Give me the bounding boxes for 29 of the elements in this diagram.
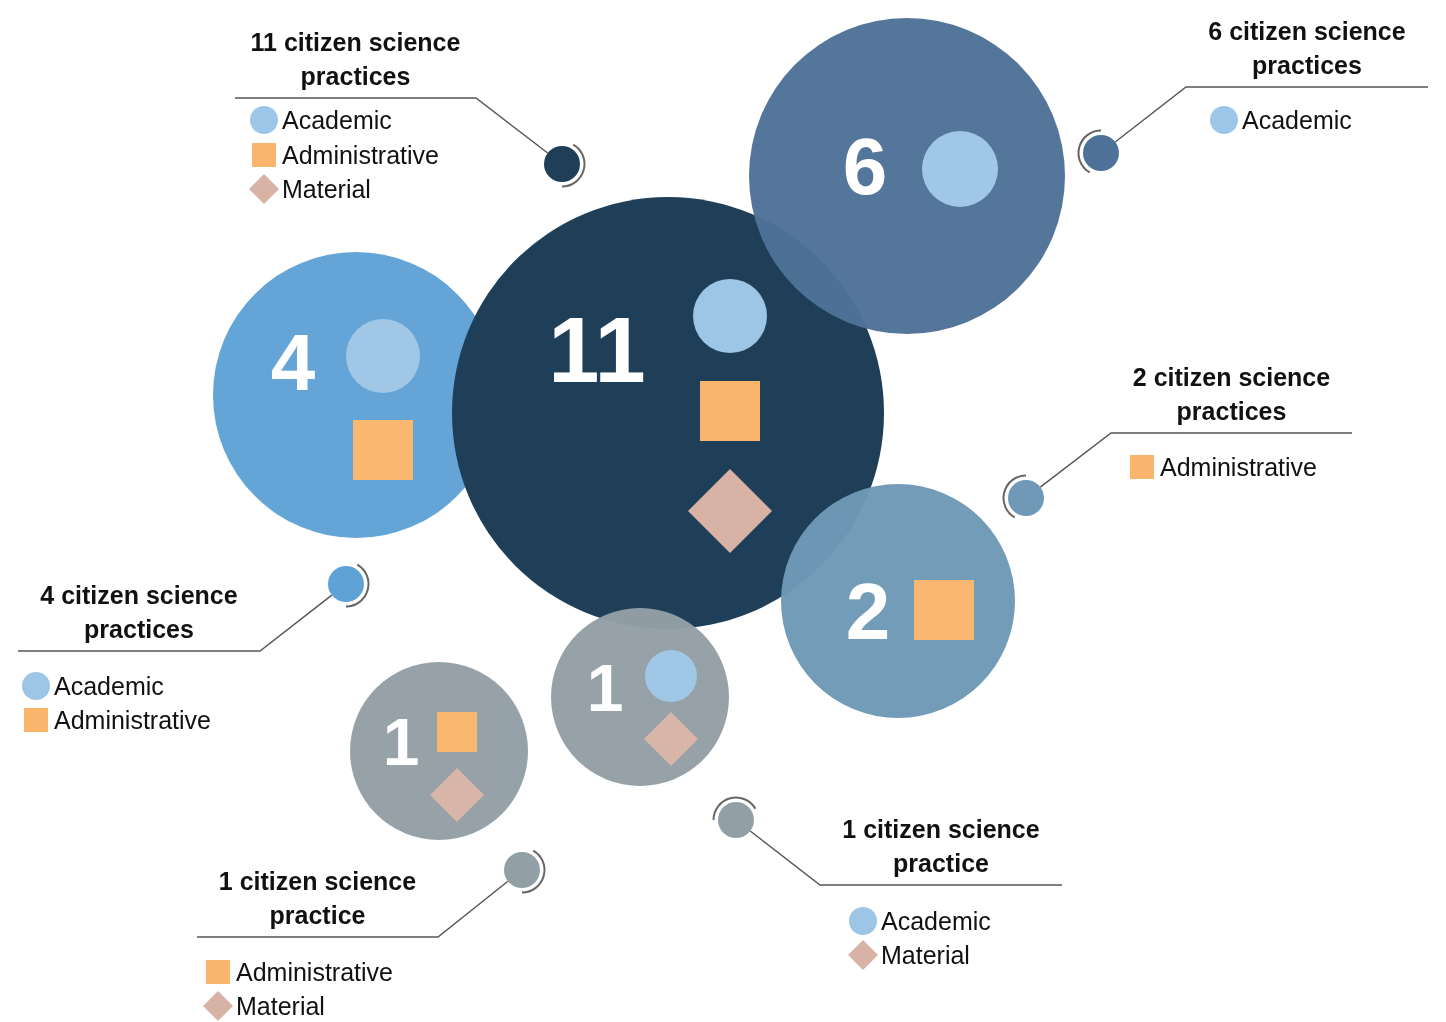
legend-text: Administrative (54, 705, 211, 735)
leader-line (1114, 86, 1429, 143)
leader-line (234, 97, 549, 154)
callout-heading: 4 citizen science practices (39, 580, 239, 645)
legend-text: Academic (282, 105, 392, 135)
count-number: 2 (845, 572, 891, 652)
callout-heading: 11 citizen science practices (249, 27, 462, 92)
count-number: 11 (548, 304, 646, 396)
leader-line (196, 880, 509, 938)
leader-line (749, 830, 1063, 886)
legend-text: Material (282, 174, 371, 204)
legend-text: Academic (54, 671, 164, 701)
callout-heading: 2 citizen science practices (1131, 362, 1332, 427)
count-number: 1 (586, 655, 624, 721)
legend-text: Academic (1242, 105, 1352, 135)
legend-text: Administrative (236, 957, 393, 987)
legend-text: Material (236, 991, 325, 1021)
count-number: 4 (270, 323, 316, 403)
callout-heading: 6 citizen science practices (1207, 16, 1407, 81)
count-number: 6 (842, 127, 888, 207)
legend-text: Material (881, 940, 970, 970)
legend-text: Administrative (1160, 452, 1317, 482)
leader-line (17, 594, 333, 652)
callout-heading: 1 citizen science practice (841, 814, 1041, 879)
legend-text: Administrative (282, 140, 439, 170)
legend-text: Academic (881, 906, 991, 936)
callout-heading: 1 citizen science practice (217, 866, 418, 931)
leader-line (1039, 432, 1353, 488)
count-number: 1 (382, 709, 420, 775)
